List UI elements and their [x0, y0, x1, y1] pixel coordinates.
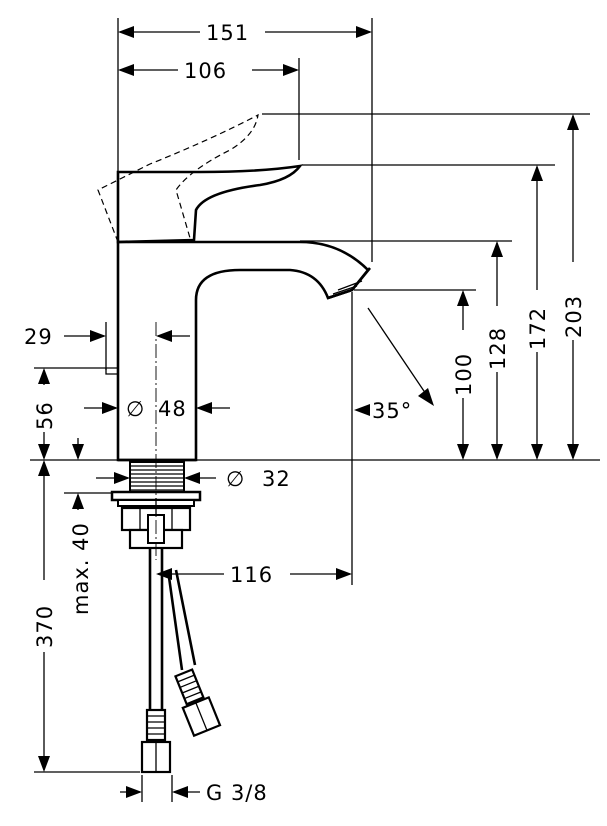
dim-106: 106 — [184, 59, 227, 83]
dim-172: 172 — [526, 307, 550, 350]
dim-max-40: max. 40 — [69, 522, 93, 615]
thread-g-3-8: G 3/8 — [206, 781, 268, 805]
dim-56: 56 — [33, 401, 57, 430]
supply-hoses — [140, 548, 222, 774]
dim-32: 32 — [262, 467, 291, 491]
dim-203: 203 — [562, 295, 586, 338]
dim-370: 370 — [33, 605, 57, 648]
angle-35: 35° — [372, 399, 412, 423]
dim-100: 100 — [452, 353, 476, 396]
diameter-32-symbol: ∅ — [226, 467, 245, 491]
diameter-48-symbol: ∅ — [126, 397, 145, 421]
dim-151: 151 — [206, 21, 249, 45]
dim-116: 116 — [230, 563, 273, 587]
dim-29: 29 — [24, 325, 53, 349]
handle-open-dashed — [97, 113, 259, 243]
handle-closed — [116, 164, 303, 244]
dimension-lines — [30, 18, 600, 802]
dim-128: 128 — [486, 327, 510, 370]
dim-48: 48 — [158, 397, 187, 421]
